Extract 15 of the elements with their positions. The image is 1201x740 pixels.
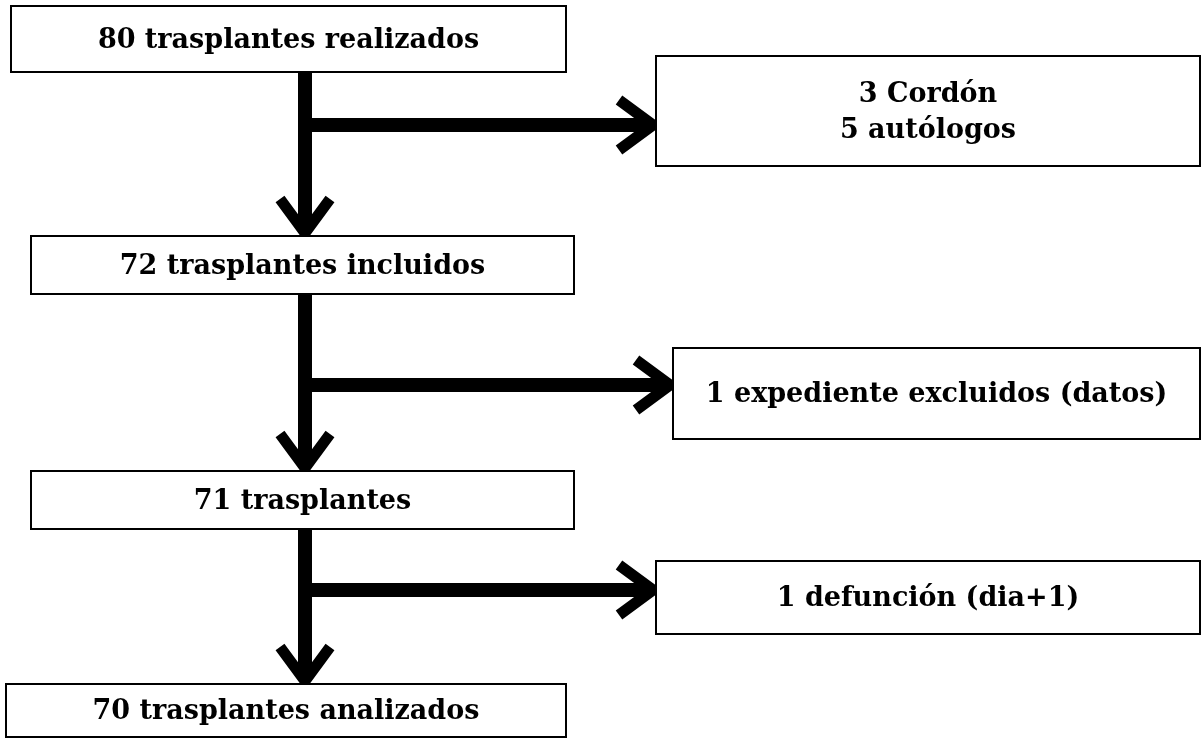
box-label: 1 expediente excluidos (datos)	[705, 376, 1168, 411]
box-label: 3 Cordón	[858, 75, 998, 110]
process-box	[672, 347, 1201, 440]
process-box	[655, 55, 1201, 167]
box-label: 80 trasplantes realizados	[97, 21, 480, 56]
box-label: 5 autólogos	[839, 112, 1017, 146]
box-label: 70 trasplantes analizados	[92, 693, 480, 728]
process-box	[30, 235, 575, 295]
box-label: 72 trasplantes incluidos	[119, 247, 486, 282]
process-box	[5, 683, 567, 738]
process-box	[30, 470, 575, 530]
box-label: 71 trasplantes	[193, 482, 412, 517]
process-box	[655, 560, 1201, 635]
process-box	[10, 5, 567, 73]
box-label: 1 defunción (dia+1)	[776, 580, 1080, 615]
